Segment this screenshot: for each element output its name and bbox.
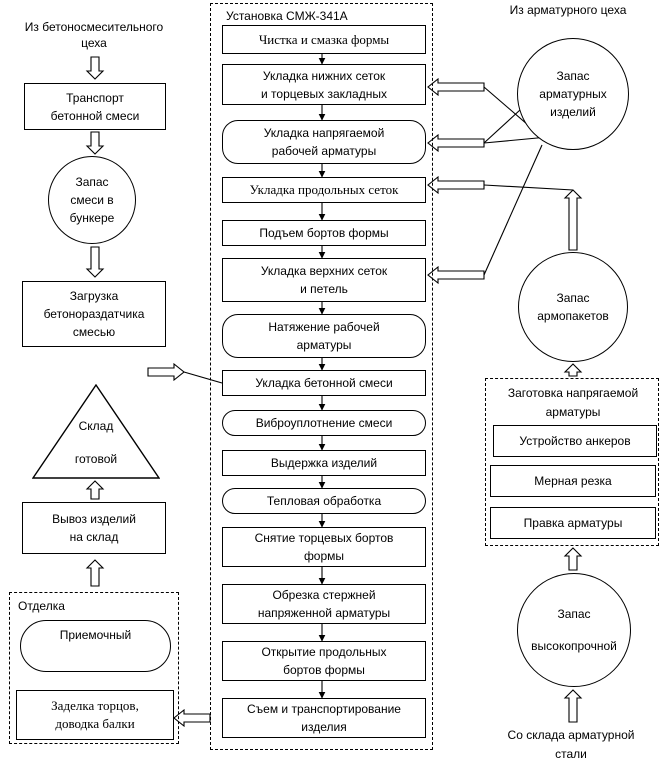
warehouse-triangle (32, 384, 160, 479)
step-vibration: Виброуплотнение смеси (222, 410, 426, 436)
arrow-packages-up (563, 189, 583, 251)
link-loading-to-placing (183, 371, 223, 384)
acceptance-check: Приемочный (20, 620, 171, 672)
arrow-removal-to-sealing (173, 708, 211, 728)
arrow-stock-to-top-meshes (427, 265, 485, 285)
link-stock-top-meshes (483, 144, 543, 276)
finishing-title: Отделка (18, 599, 65, 613)
arrow-prep-to-packages (563, 363, 583, 377)
arrow-stock-to-bottom-meshes (427, 77, 485, 97)
step-concrete-placing: Укладка бетонной смеси (222, 370, 426, 396)
from-rebar-shop-label: Из арматурного цеха (509, 3, 627, 17)
end-sealing-step: Заделка торцов,доводка балки (16, 690, 174, 740)
measured-cutting-step: Мерная резка (490, 465, 656, 497)
step-curing: Выдержка изделий (222, 450, 426, 476)
installation-frame (210, 3, 433, 750)
arrow-transport-to-bunker (85, 131, 105, 155)
step-longitudinal-meshes: Укладка продольных сеток (222, 177, 426, 203)
step-raise-sides: Подъем бортов формы (222, 220, 426, 246)
warehouse-label-2: готовой (74, 452, 118, 466)
link-stock-longitudinal (483, 184, 574, 191)
prestress-prep-frame (485, 378, 659, 546)
arrow-export-to-warehouse (85, 480, 105, 500)
straightening-step: Правка арматуры (490, 507, 656, 539)
installation-title: Установка СМЖ-341А (226, 9, 348, 23)
arrow-finishing-to-export (85, 559, 105, 587)
arrow-stock-to-prestressed (427, 133, 485, 153)
anchor-making-step: Устройство анкеров (493, 425, 657, 457)
link-stock-prestressed-2 (483, 136, 549, 144)
arrow-stock-to-longitudinal (427, 175, 485, 195)
arrow-from-concrete-shop (85, 56, 105, 80)
arrow-hs-stock-to-prep (563, 547, 583, 571)
step-heat-treatment: Тепловая обработка (222, 488, 426, 514)
step-form-cleaning: Чистка и смазка формы (222, 25, 426, 54)
arrow-steel-store-to-stock (563, 689, 583, 723)
finishing-frame (9, 592, 179, 744)
warehouse-label-1: Склад (78, 419, 114, 433)
arrow-loading-to-installation (147, 362, 185, 382)
arrow-bunker-to-loading (85, 246, 105, 278)
link-stock-prestressed (483, 109, 521, 144)
